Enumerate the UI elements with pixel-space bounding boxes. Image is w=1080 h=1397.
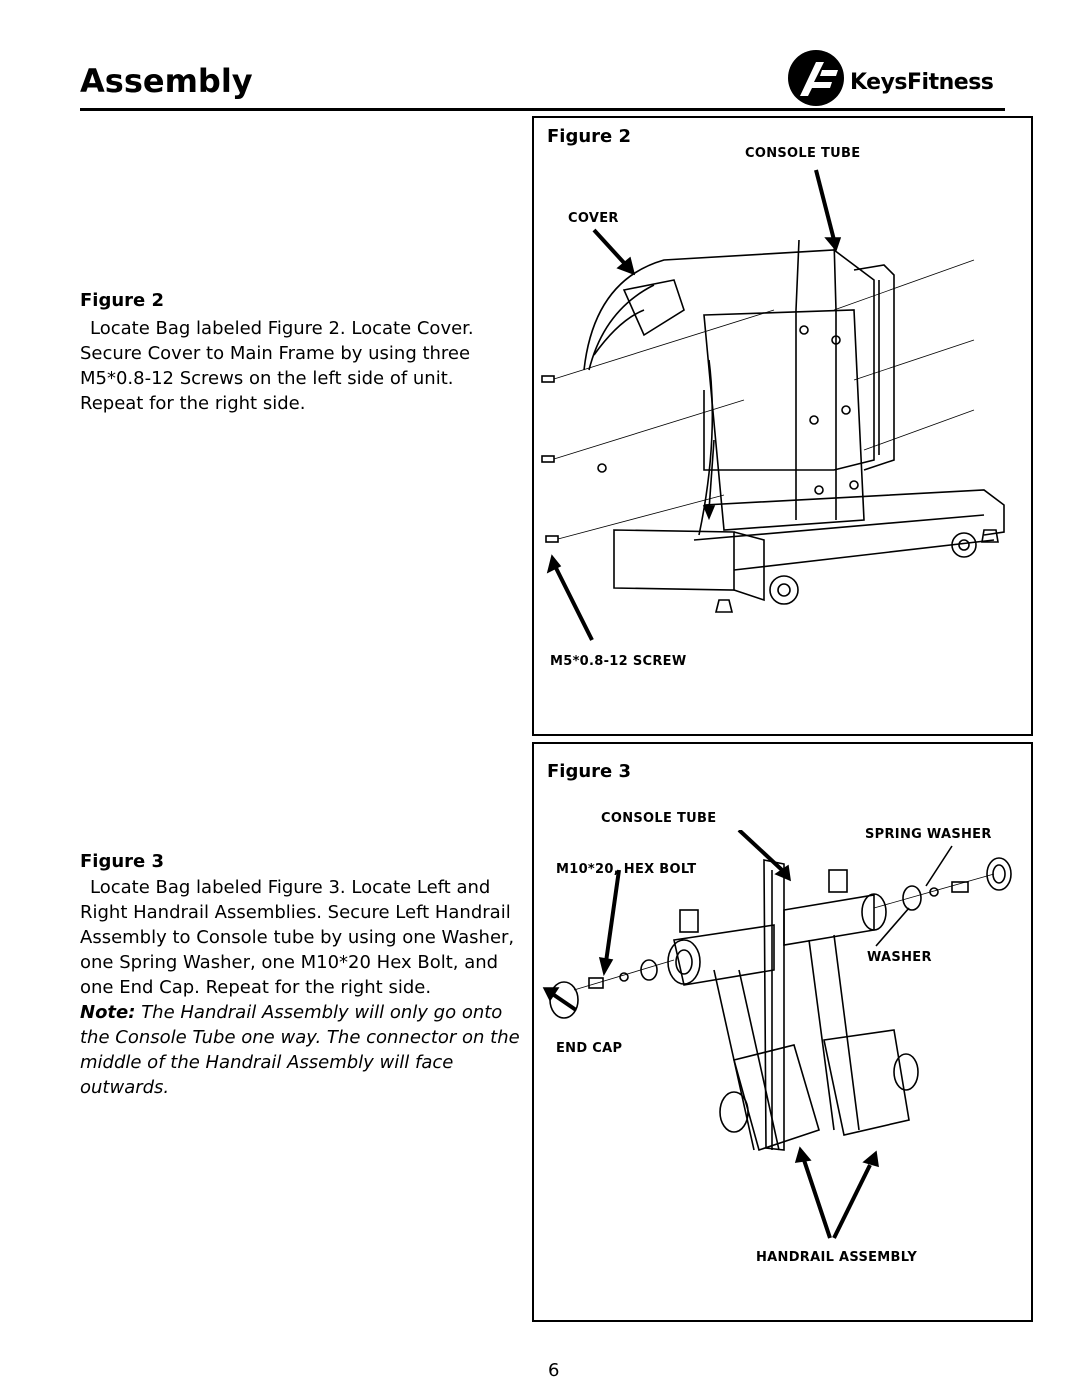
- logo-text-fitness: Fitness: [907, 70, 994, 95]
- figure2-title: Figure 2: [547, 126, 632, 147]
- note-text: The Handrail Assembly will only go onto …: [80, 1002, 520, 1098]
- figure3-title: Figure 3: [547, 761, 632, 782]
- figure2-label-screw: M5*0.8-12 SCREW: [550, 654, 687, 669]
- figure3-illustration: [542, 830, 1012, 1239]
- figure3-label-handrail-assembly: HANDRAIL ASSEMBLY: [756, 1250, 918, 1265]
- figure3-label-end-cap: END CAP: [556, 1041, 623, 1056]
- figure2-box: [532, 116, 1033, 736]
- logo-wordmark: KeysFitness: [850, 70, 994, 95]
- figure2-label-console-tube: CONSOLE TUBE: [745, 146, 861, 161]
- section-figure2-text: Locate Bag labeled Figure 2. Locate Cove…: [80, 316, 520, 416]
- figure2-illustration: [541, 169, 1005, 641]
- figure3-label-washer: WASHER: [867, 950, 932, 965]
- section-figure2-heading: Figure 2: [80, 290, 165, 311]
- section-figure3-text: Locate Bag labeled Figure 3. Locate Left…: [80, 875, 525, 1100]
- page-title: Assembly: [80, 62, 253, 100]
- keys-fitness-logo-icon: [788, 50, 844, 106]
- figure3-label-console-tube: CONSOLE TUBE: [601, 811, 717, 826]
- figure2-label-cover: COVER: [568, 211, 619, 226]
- page-number: 6: [548, 1360, 560, 1381]
- figure3-box: [532, 742, 1033, 1322]
- section-figure3-paragraph: Locate Bag labeled Figure 3. Locate Left…: [80, 877, 515, 998]
- figure3-label-hex-bolt: M10*20, HEX BOLT: [556, 862, 697, 877]
- header-rule: [80, 108, 1005, 111]
- section-figure3-note: Note: The Handrail Assembly will only go…: [80, 1000, 525, 1100]
- note-label: Note:: [80, 1002, 136, 1023]
- figure3-label-spring-washer: SPRING WASHER: [865, 827, 992, 842]
- logo-text-keys: Keys: [850, 70, 908, 95]
- section-figure3-heading: Figure 3: [80, 851, 165, 872]
- section-figure2-paragraph: Locate Bag labeled Figure 2. Locate Cove…: [80, 318, 474, 414]
